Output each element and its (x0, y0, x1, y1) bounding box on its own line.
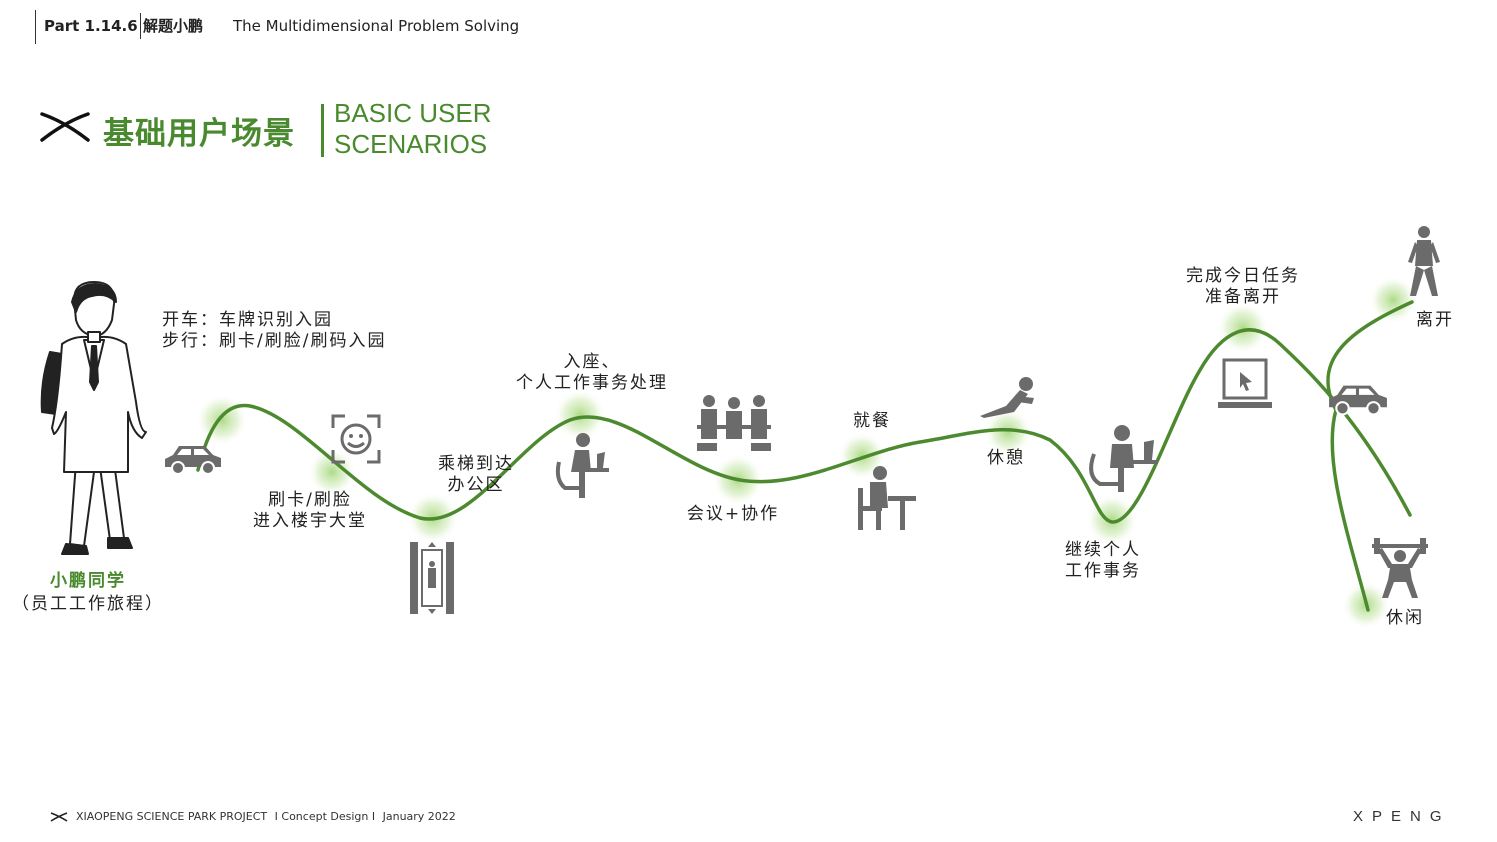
stage-seat-label: 入座、 个人工作事务处理 (516, 352, 668, 394)
car-icon-exit (1329, 385, 1387, 416)
elevator-icon (410, 542, 454, 614)
footer-date: January 2022 (382, 810, 456, 823)
laptop-icon (1218, 358, 1272, 408)
stage-meeting-label: 会议+协作 (686, 504, 780, 524)
stage-finish-label: 完成今日任务 准备离开 (1186, 266, 1300, 308)
footer-project: XIAOPENG SCIENCE PARK PROJECT (76, 810, 268, 823)
part-number: Part 1.14.6 (35, 10, 138, 44)
stage-elevator-label: 乘梯到达 办公区 (438, 454, 514, 496)
walking-person-icon (1408, 226, 1440, 296)
stage-lobby-label: 刷卡/刷脸 进入楼宇大堂 (253, 490, 367, 532)
curve-main (196, 328, 1412, 524)
title-divider (321, 104, 324, 157)
x-logo-icon (40, 112, 90, 142)
stage-rest-label: 休憩 (987, 448, 1025, 468)
stage-arrive-line2: 步行：刷卡/刷脸/刷码入园 (162, 331, 387, 351)
persona-name: 小鹏同学 (50, 571, 126, 591)
rest-icon (980, 377, 1034, 418)
weightlifting-icon (1372, 538, 1428, 598)
stage-arrive-line1: 开车：车牌识别入园 (162, 310, 333, 330)
title-en-line2: SCENARIOS (334, 129, 488, 159)
curve-branch-leave (1326, 300, 1414, 412)
stage-elevator-line1: 乘梯到达 (438, 454, 514, 474)
desk-worker-icon-2 (1089, 425, 1158, 492)
stage-leisure-label: 休闲 (1386, 608, 1424, 628)
brand-logo-text: XPENG (1353, 808, 1451, 825)
meeting-icon (697, 395, 771, 451)
page-title-en: BASIC USER SCENARIOS (334, 98, 492, 160)
desk-worker-icon (555, 433, 609, 498)
persona-subtitle: （员工工作旅程） (12, 594, 164, 614)
title-en-line1: BASIC USER (334, 98, 492, 128)
footer-design: I Concept Design I (274, 810, 376, 823)
stage-leave-label: 离开 (1416, 310, 1454, 330)
stage-finish-line1: 完成今日任务 (1186, 266, 1300, 286)
section-title: 解题小鹏 (140, 13, 203, 39)
stage-continue-label: 继续个人 工作事务 (1065, 540, 1141, 582)
stage-arrive-label: 开车：车牌识别入园 步行：刷卡/刷脸/刷码入园 (162, 310, 386, 352)
stage-seat-line1: 入座、 (563, 352, 621, 372)
curve-branch-leisure (1330, 408, 1370, 612)
page-title: 基础用户场景 (103, 116, 295, 152)
dining-icon (858, 466, 916, 530)
stage-seat-line2: 个人工作事务处理 (516, 373, 668, 393)
section-subtitle: The Multidimensional Problem Solving (233, 17, 520, 35)
footer-text: XIAOPENG SCIENCE PARK PROJECT I Concept … (76, 810, 456, 823)
stage-continue-line2: 工作事务 (1065, 561, 1141, 581)
face-scan-icon (331, 414, 381, 464)
stage-elevator-line2: 办公区 (447, 475, 505, 495)
stage-lobby-line1: 刷卡/刷脸 (268, 490, 352, 510)
stage-finish-line2: 准备离开 (1205, 287, 1281, 307)
persona-illustration (40, 281, 147, 555)
stage-continue-line1: 继续个人 (1065, 540, 1141, 560)
stage-lobby-line2: 进入楼宇大堂 (253, 511, 367, 531)
footer-x-icon (50, 812, 68, 822)
car-icon (165, 446, 221, 475)
stage-dining-label: 就餐 (853, 411, 891, 431)
